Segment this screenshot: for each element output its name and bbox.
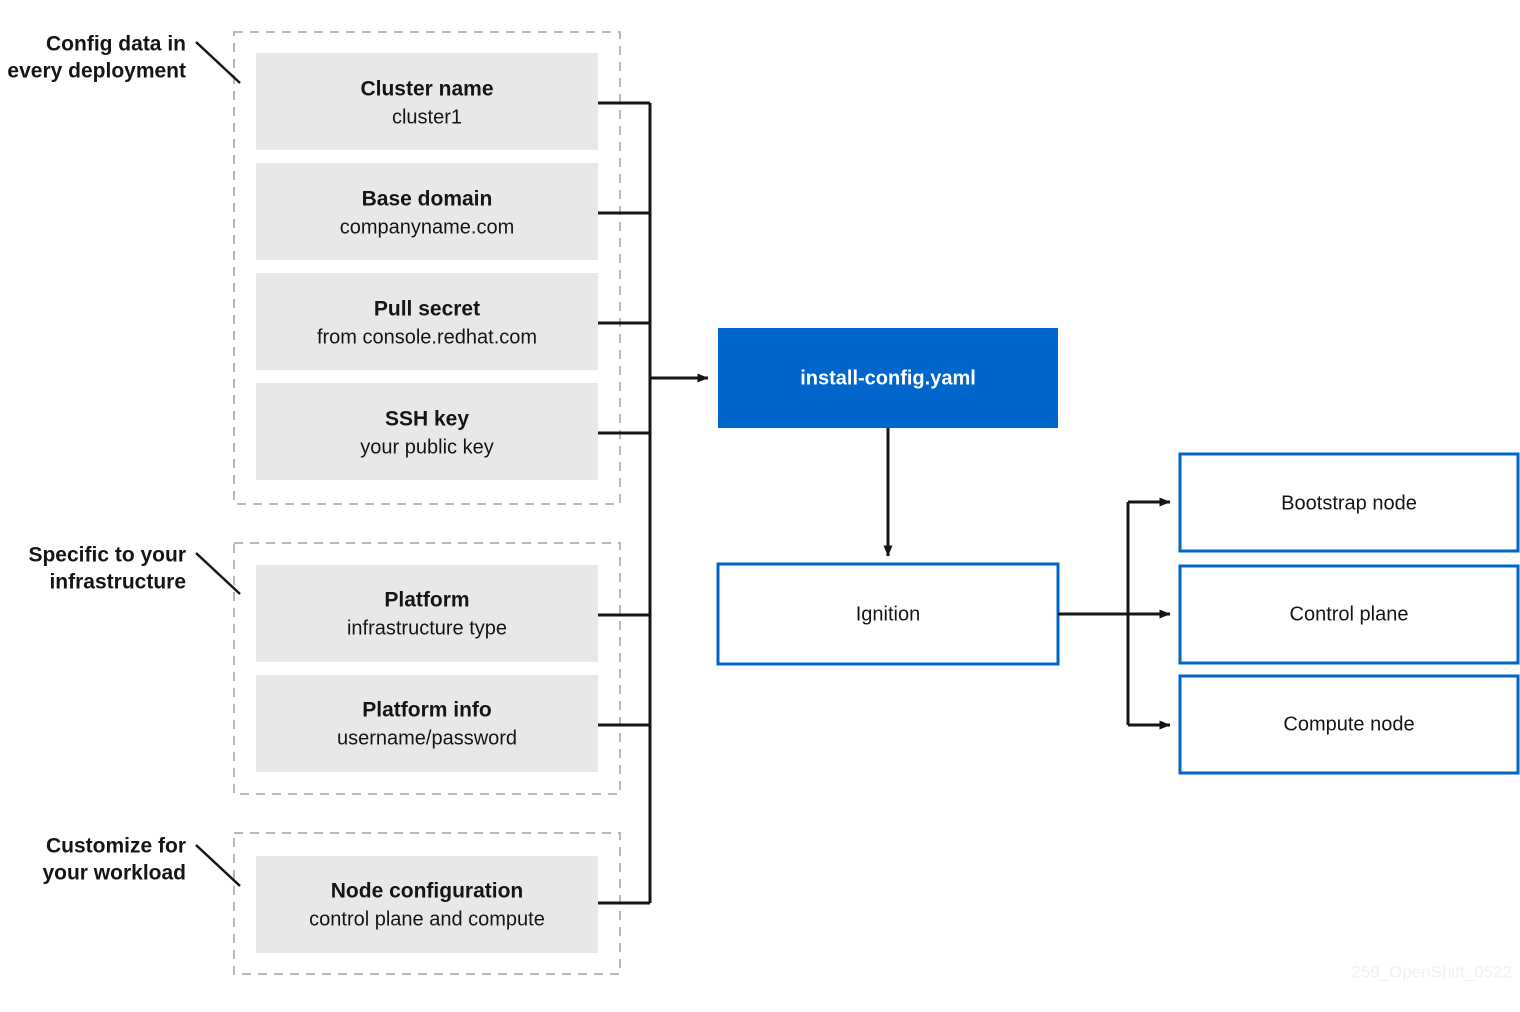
node-control-plane[interactable]: Control plane [1178, 564, 1520, 665]
ignition-label: Ignition [856, 603, 921, 625]
group-3-label-line1: Customize for [46, 835, 186, 858]
card-platform[interactable]: Platform infrastructure type [256, 565, 598, 662]
install-config-yaml-box[interactable]: install-config.yaml [718, 328, 1058, 428]
card-node-configuration-bg [256, 856, 598, 953]
install-config-yaml-label: install-config.yaml [800, 367, 976, 389]
group-2-leader-line [195, 552, 241, 595]
group-3-leader-line [195, 844, 241, 887]
group-1-label-line2: every deployment [7, 60, 186, 83]
card-ssh-key[interactable]: SSH key your public key [256, 383, 598, 480]
card-cluster-name-title: Cluster name [360, 78, 493, 101]
card-node-configuration-subtitle: control plane and compute [309, 908, 545, 930]
card-cluster-name-bg [256, 53, 598, 150]
group-1-label-line1: Config data in [46, 33, 186, 56]
node-bootstrap-node-label: Bootstrap node [1281, 492, 1417, 514]
group-2-label-line2: infrastructure [49, 571, 186, 594]
node-control-plane-bg [1178, 564, 1520, 665]
card-base-domain-title: Base domain [362, 188, 493, 211]
install-config-yaml-bg [718, 328, 1058, 428]
card-base-domain-bg [256, 163, 598, 260]
card-ssh-key-subtitle: your public key [360, 436, 493, 458]
card-base-domain-subtitle: companyname.com [340, 216, 515, 238]
group-infrastructure: Specific to your infrastructure Platform… [28, 542, 621, 795]
card-platform-info-subtitle: username/password [337, 727, 517, 749]
node-control-plane-label: Control plane [1290, 603, 1409, 625]
card-platform-info[interactable]: Platform info username/password [256, 675, 598, 772]
node-compute-node-bg [1178, 674, 1520, 775]
card-cluster-name-subtitle: cluster1 [392, 106, 462, 128]
card-pull-secret-title: Pull secret [374, 298, 480, 321]
card-platform-bg [256, 565, 598, 662]
card-node-configuration-title: Node configuration [331, 880, 524, 903]
node-bootstrap-node-bg [1178, 452, 1520, 553]
node-bootstrap-node[interactable]: Bootstrap node [1178, 452, 1520, 553]
node-compute-node-label: Compute node [1283, 713, 1414, 735]
watermark-label: 259_OpenShift_0522 [1351, 962, 1512, 981]
group-config-data: Config data in every deployment Cluster … [7, 31, 621, 505]
card-pull-secret[interactable]: Pull secret from console.redhat.com [256, 273, 598, 370]
group-workload: Customize for your workload Node configu… [42, 832, 621, 975]
card-ssh-key-title: SSH key [385, 408, 469, 431]
card-node-configuration[interactable]: Node configuration control plane and com… [256, 856, 598, 953]
ignition-bg [716, 562, 1060, 666]
ignition-box[interactable]: Ignition [716, 562, 1060, 666]
card-platform-info-bg [256, 675, 598, 772]
card-platform-subtitle: infrastructure type [347, 617, 507, 639]
card-platform-info-title: Platform info [362, 699, 492, 722]
node-compute-node[interactable]: Compute node [1178, 674, 1520, 775]
card-cluster-name[interactable]: Cluster name cluster1 [256, 53, 598, 150]
card-ssh-key-bg [256, 383, 598, 480]
ignition-fanout-connectors [1058, 497, 1171, 730]
config-collector-bus [598, 101, 709, 905]
group-2-label-line1: Specific to your [28, 544, 186, 567]
group-2-dashed-border [233, 542, 621, 795]
group-3-label-line2: your workload [42, 862, 186, 885]
card-pull-secret-subtitle: from console.redhat.com [317, 326, 537, 348]
card-platform-title: Platform [384, 589, 469, 612]
group-1-leader-line [195, 41, 241, 84]
card-base-domain[interactable]: Base domain companyname.com [256, 163, 598, 260]
card-pull-secret-bg [256, 273, 598, 370]
group-1-dashed-border [233, 31, 621, 505]
